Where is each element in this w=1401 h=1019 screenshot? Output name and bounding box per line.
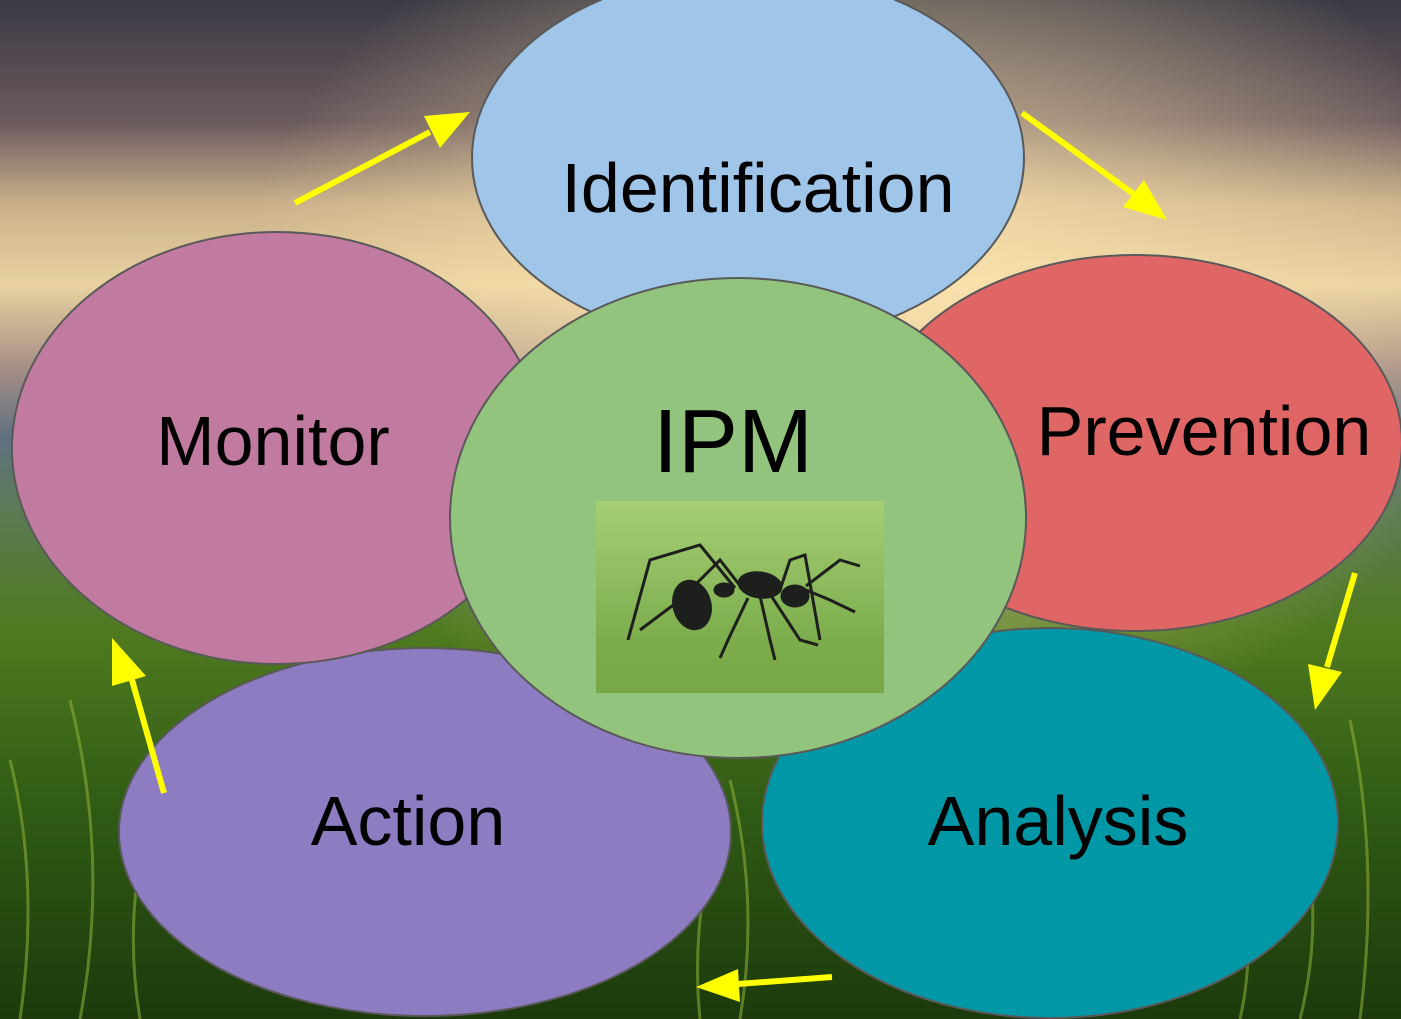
petal-action: Action [118,647,732,1017]
arrow-monitor-to-identification [293,112,470,206]
petal-label: Analysis [928,782,1189,860]
petal-shape [118,647,732,1017]
petal-label: Action [311,782,506,860]
center-label: IPM [653,392,813,492]
petal-label: Prevention [1037,392,1372,470]
center-ipm: IPM [449,277,1027,759]
arrow-action-to-monitor [112,638,167,794]
petal-monitor: Monitor [11,231,543,665]
arrow-analysis-to-action [696,969,833,1002]
arrow-identification-to-prevention [1020,110,1167,220]
petal-shape [761,627,1339,1019]
cycle-arrows [112,110,1358,1002]
ant-photo [596,501,884,693]
arrow-prevention-to-analysis [1308,572,1358,710]
petal-label: Monitor [156,402,389,480]
petal-analysis: Analysis [761,627,1339,1019]
petal-label: Identification [561,149,954,227]
